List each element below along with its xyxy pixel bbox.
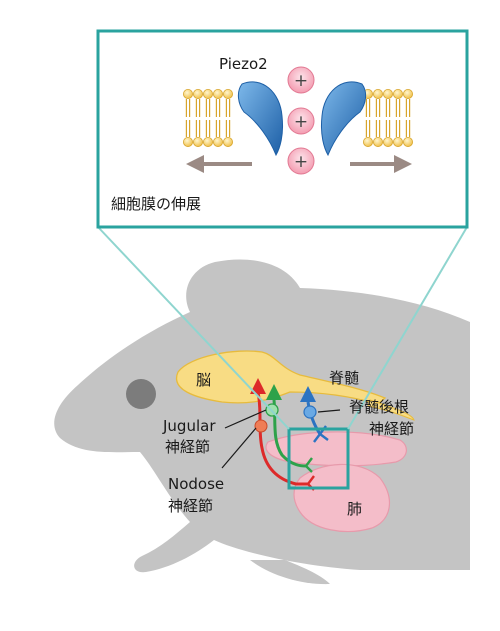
drg-neuron-axon: [306, 401, 322, 435]
lipid-head: [382, 136, 393, 147]
nodose-label-line1: Nodose: [168, 475, 224, 493]
cation-2-symbol: +: [294, 112, 308, 132]
cation-3-symbol: +: [294, 152, 308, 172]
lung-zoom-box: [287, 427, 350, 490]
jugular-neuron-axon: [256, 391, 308, 486]
membrane-left: [182, 89, 233, 147]
jugular-arrowhead: [250, 378, 266, 394]
nodose-pointer: [221, 427, 257, 469]
drg-arrowhead: [300, 386, 316, 402]
jugular-label-line2: 神経節: [165, 438, 210, 456]
drg-pointer: [317, 409, 341, 413]
lipid-head: [182, 89, 193, 100]
drg-label-line1: 脊髄後根: [349, 398, 409, 416]
cation-2: +: [287, 107, 315, 135]
lipid-head: [202, 89, 213, 100]
spinal-cord-label: 脊髄: [329, 369, 359, 387]
zoom-line-right: [347, 226, 468, 430]
nodose-neuron-terminal: [305, 457, 313, 473]
nodose-arrowhead: [266, 384, 282, 400]
lipid-head: [212, 136, 223, 147]
lipid-head: [372, 136, 383, 147]
jugular-pointer: [224, 409, 267, 429]
mouse-hind-paw: [250, 560, 330, 585]
zoom-line-left: [97, 226, 290, 430]
brain-label: 脳: [196, 371, 211, 389]
lipid-head: [192, 136, 203, 147]
stretch-arrow-left: [186, 155, 252, 173]
inset-caption: 細胞膜の伸展: [111, 195, 201, 213]
membrane-right: [362, 89, 413, 147]
lipid-head: [362, 136, 373, 147]
spinal-cord-tail: [367, 399, 415, 421]
lung-upper-lobe: [265, 431, 407, 467]
lung-label: 肺: [347, 500, 362, 518]
cation-3: +: [287, 147, 315, 175]
lipid-head: [382, 89, 393, 100]
lipid-head: [222, 89, 233, 100]
piezo2-label: Piezo2: [219, 55, 268, 73]
lipid-head: [212, 89, 223, 100]
nodose-label-line2: 神経節: [168, 497, 213, 515]
lipid-head: [222, 136, 233, 147]
lung: [265, 431, 407, 533]
piezo2-left-half: [237, 81, 283, 157]
mouse-eye: [126, 379, 156, 409]
inset-panel: Piezo2 細胞膜の伸展 + + +: [96, 29, 469, 229]
lipid-head: [192, 89, 203, 100]
lipid-head: [182, 136, 193, 147]
nodose-ganglion-cell: [254, 419, 268, 433]
lipid-head: [372, 89, 383, 100]
lung-lower-lobe: [293, 463, 391, 533]
cation-1: +: [287, 66, 315, 94]
drg-label-line2: 神経節: [369, 420, 414, 438]
lipid-head: [402, 89, 413, 100]
drg-ganglion-cell: [303, 405, 317, 419]
lipid-head: [392, 136, 403, 147]
cation-1-symbol: +: [294, 71, 308, 91]
piezo2-right-half: [321, 81, 367, 157]
lipid-head: [402, 136, 413, 147]
stretch-arrow-right: [350, 155, 412, 173]
lipid-head: [392, 89, 403, 100]
lipid-head: [202, 136, 213, 147]
nodose-neuron-axon: [272, 399, 307, 468]
jugular-label-line1: Jugular: [162, 417, 216, 435]
